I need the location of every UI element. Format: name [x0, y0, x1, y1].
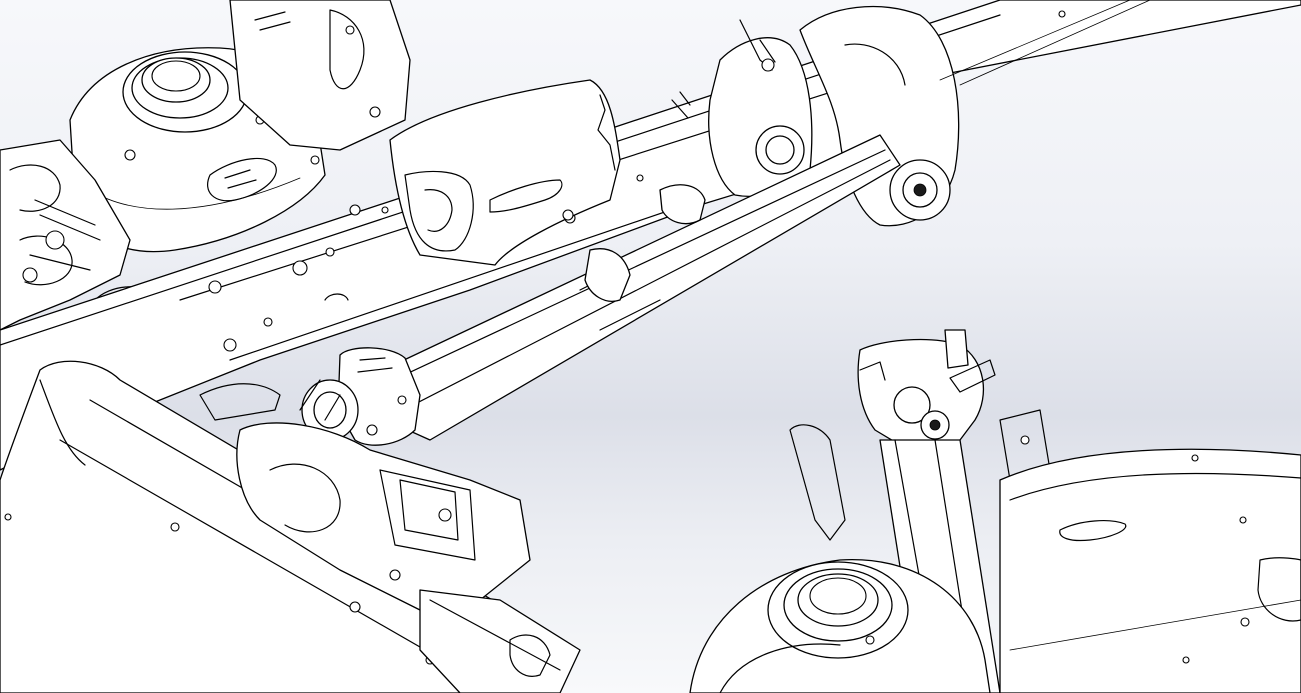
lower-bushing-bracket[interactable] — [301, 347, 421, 446]
upper-mount-plate[interactable] — [229, 0, 411, 151]
background-frame-edges — [939, 0, 1151, 86]
lower-right-spring-seat[interactable] — [689, 559, 991, 693]
steering-gear[interactable] — [199, 379, 581, 693]
upper-right-knuckle[interactable] — [708, 6, 960, 227]
control-arm[interactable] — [329, 134, 901, 441]
right-wheel-panel[interactable] — [999, 448, 1301, 693]
center-bracket[interactable] — [389, 79, 691, 266]
